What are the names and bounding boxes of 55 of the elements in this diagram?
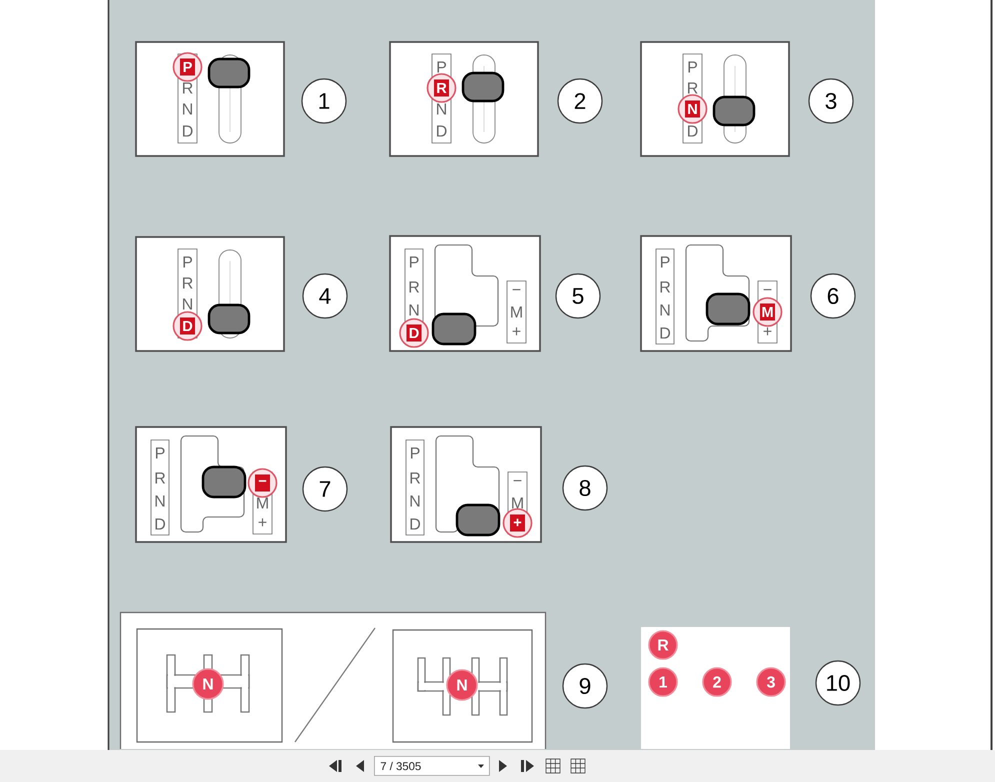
highlighted-gear: D <box>172 311 202 341</box>
gear-letter: M <box>512 498 523 508</box>
gear-letter: M <box>511 306 522 318</box>
gear-letter: P <box>688 62 697 72</box>
callout-number: 5 <box>555 273 601 319</box>
gear-letter: N <box>183 298 192 310</box>
gear-letter: N <box>437 104 446 114</box>
highlighted-gear: − <box>248 468 278 498</box>
highlighted-gear: + <box>502 508 532 538</box>
callout-number: 3 <box>808 78 854 124</box>
callout-number: 4 <box>302 273 348 319</box>
gear-letter: − <box>514 480 522 482</box>
callout-number: 6 <box>810 273 856 319</box>
gear-letter: D <box>688 126 698 136</box>
gear-letter: D <box>410 518 420 530</box>
gear-letter: − <box>764 289 772 290</box>
highlighted-gear: R <box>426 73 456 103</box>
gear-letter: N <box>410 496 420 506</box>
gear-letter: R <box>156 472 166 484</box>
gear-letter: + <box>258 518 266 526</box>
page-number-field: 7 / 3505 <box>374 756 490 776</box>
highlighted-gear: D <box>399 318 429 348</box>
gear-letter: R <box>183 278 193 288</box>
gear-letter: + <box>764 327 772 336</box>
gear-letter: P <box>156 448 164 458</box>
gear-letter: + <box>512 327 520 336</box>
gear-letter: − <box>512 289 520 290</box>
callout-number: 7 <box>302 466 348 512</box>
callout-number: 8 <box>562 465 608 511</box>
gear-letter: D <box>156 518 166 530</box>
gear-letter: D <box>437 126 447 136</box>
highlighted-gear: N <box>678 94 708 124</box>
gear-letter: P <box>438 62 446 72</box>
callout-number: 9 <box>562 663 608 709</box>
gear-letter: R <box>183 82 193 94</box>
gear-letter: N <box>410 304 418 316</box>
gear-letter: P <box>183 256 192 268</box>
highlighted-gear: P <box>172 52 202 82</box>
gear-letter: D <box>660 328 670 338</box>
gear-letter: D <box>183 126 193 136</box>
gear-letter: N <box>156 496 164 506</box>
gear-letter: R <box>688 82 698 94</box>
gear-letter: N <box>660 304 670 316</box>
gear-letter: P <box>410 256 418 268</box>
gear-letter: R <box>410 282 420 292</box>
gear-letter: R <box>660 282 670 292</box>
callout-number: 10 <box>815 660 861 706</box>
gear-letter: P <box>411 448 420 458</box>
gear-letter: P <box>661 256 670 268</box>
gear-letter: M <box>257 498 268 508</box>
callout-number: 1 <box>301 78 347 124</box>
gear-letter: R <box>410 472 420 484</box>
gear-letter: N <box>183 104 192 114</box>
callout-number: 2 <box>557 78 603 124</box>
highlighted-gear: M <box>752 297 782 327</box>
